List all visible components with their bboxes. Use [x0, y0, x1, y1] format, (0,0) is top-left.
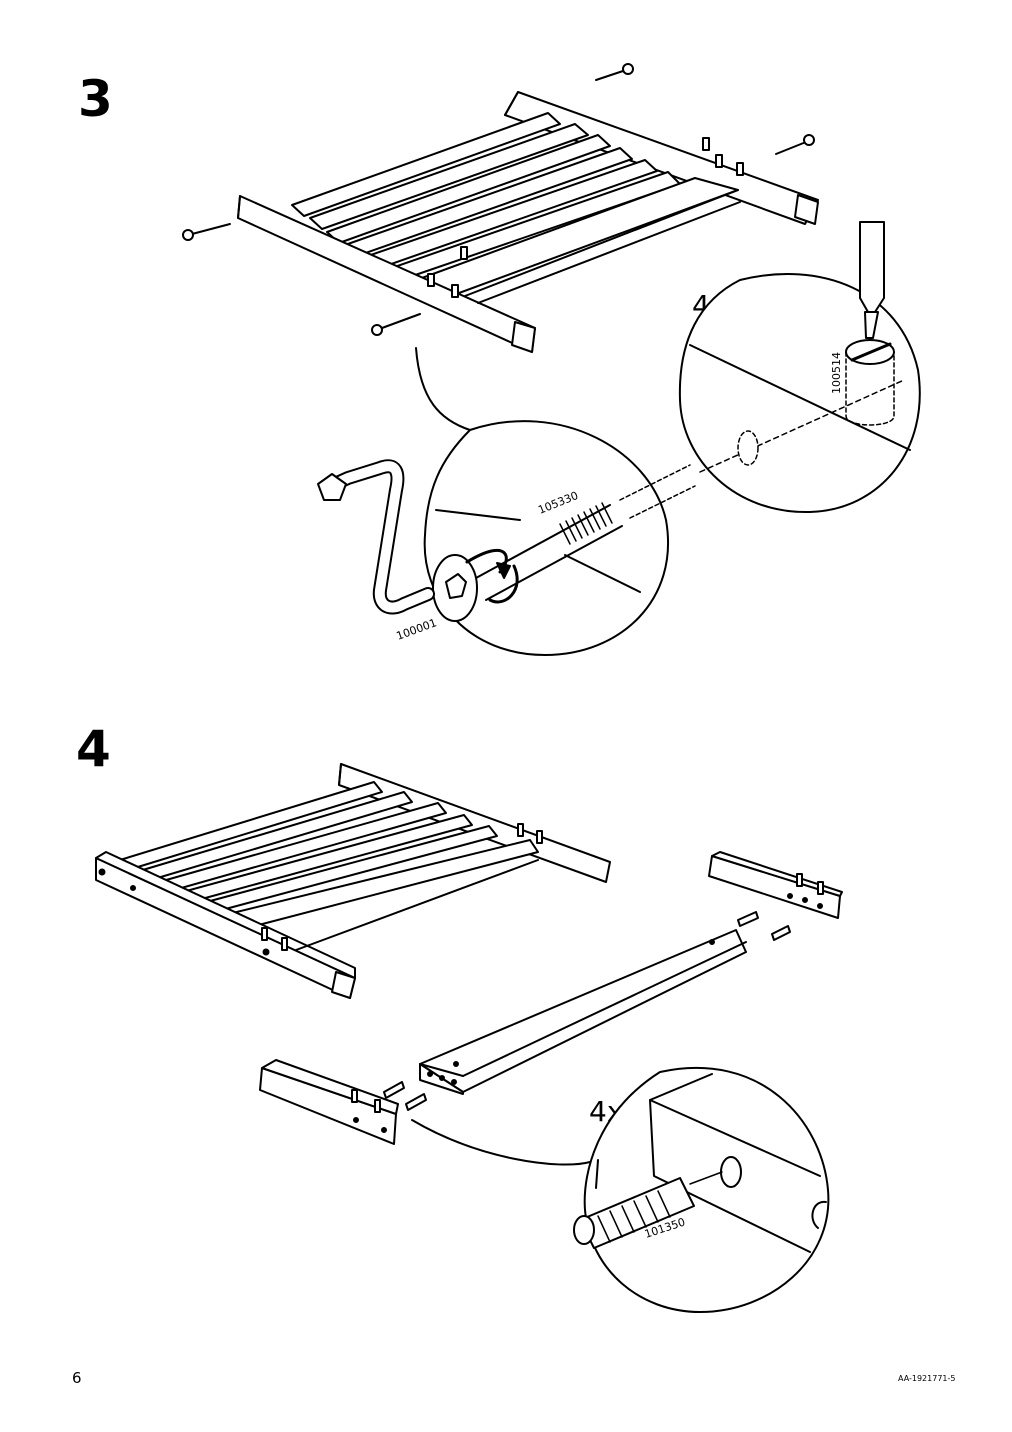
document-code: AA-1921771-5: [898, 1374, 956, 1383]
step-4-parts-drawing: [259, 851, 843, 1145]
screw-icon: [371, 313, 421, 336]
step-4-number: 4: [76, 720, 111, 778]
dowel-icon: [737, 911, 759, 927]
part-label-100001: 100001: [395, 616, 439, 643]
step-3-number: 3: [78, 70, 113, 128]
step-4-frame-drawing: [95, 763, 611, 999]
step-3-detail-hex-key: [317, 347, 696, 656]
step-3-frame-drawing: [182, 63, 819, 353]
screw-icon: [595, 63, 634, 81]
step-4-detail-dowel: [411, 1066, 830, 1313]
part-label-100514: 100514: [830, 352, 843, 394]
screw-icon: [182, 223, 231, 241]
step-3-detail-screwdriver: [678, 221, 921, 514]
page-number: 6: [72, 1369, 82, 1387]
dowel-icon: [771, 925, 791, 941]
dowel-icon: [405, 1093, 427, 1111]
screw-icon: [775, 134, 815, 155]
dowel-icon: [383, 1081, 405, 1099]
